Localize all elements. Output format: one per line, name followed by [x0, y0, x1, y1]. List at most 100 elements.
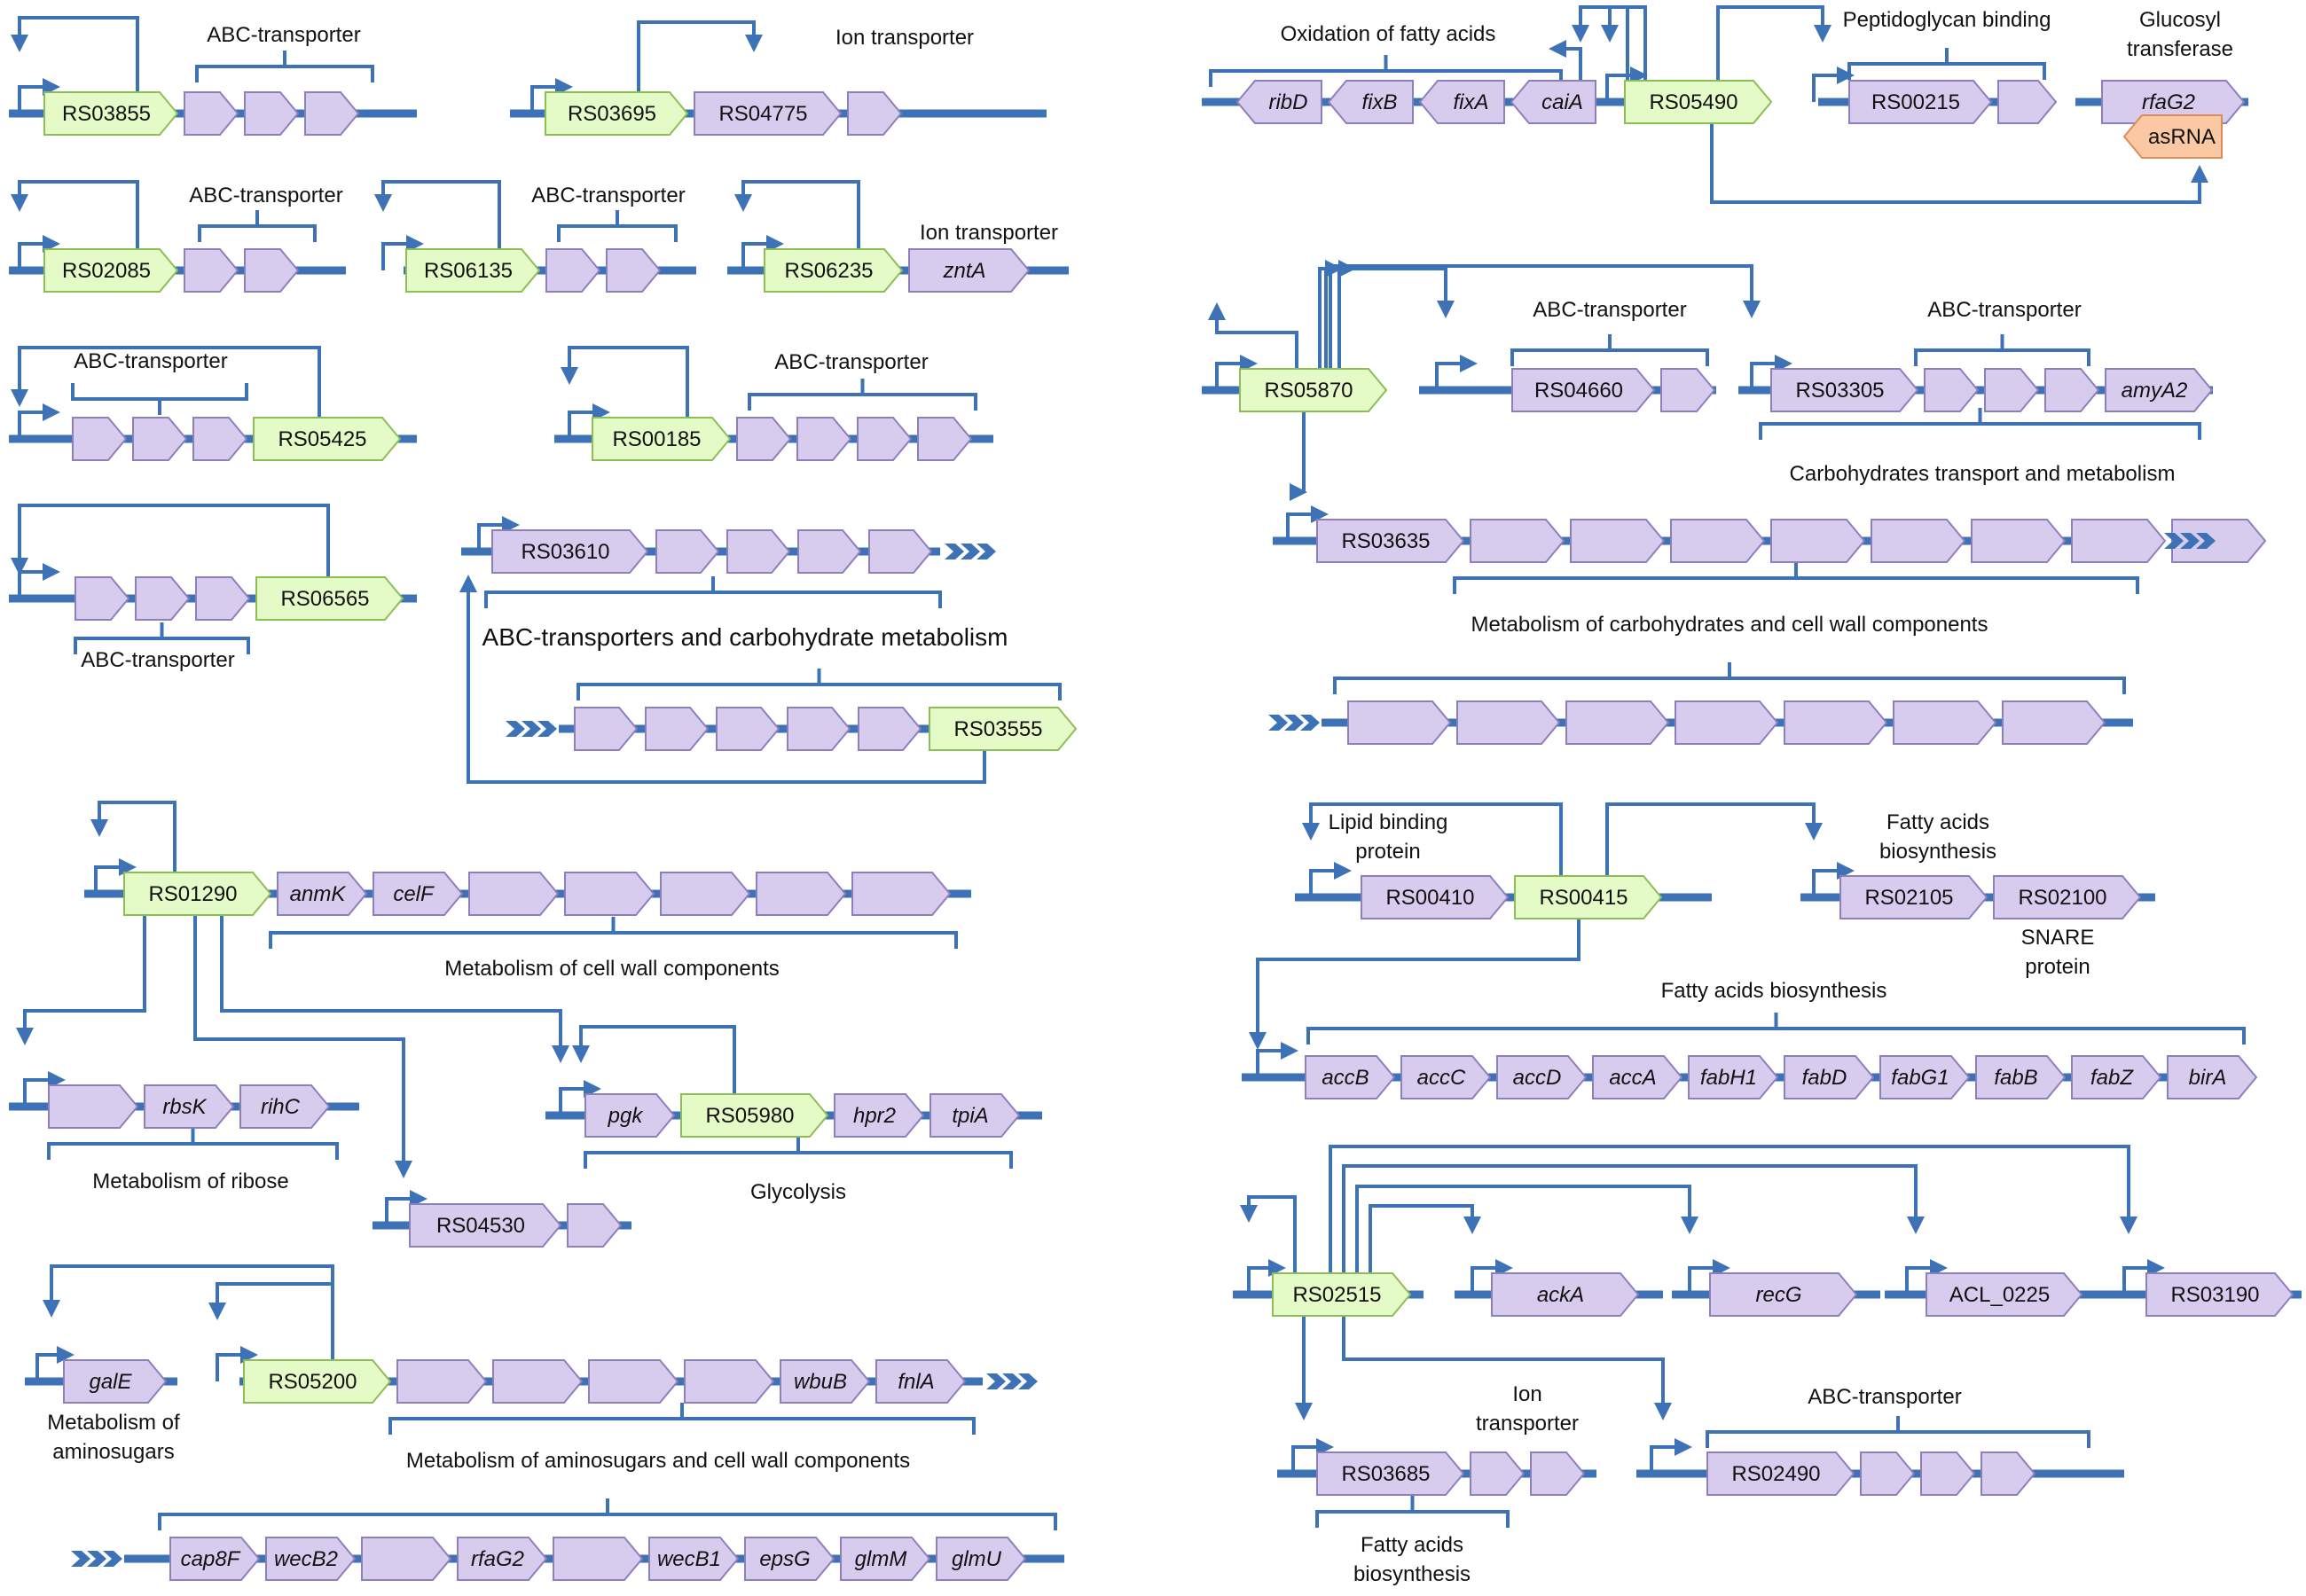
promoter-arrow	[1688, 1259, 1730, 1295]
group-label: Metabolism of cell wall components	[444, 957, 780, 981]
promoter-arrow	[1812, 66, 1855, 102]
gene-label: epsG	[759, 1547, 810, 1571]
gene-label: rihC	[261, 1095, 301, 1119]
gene-arrow	[694, 91, 843, 136]
gene-label: tpiA	[952, 1104, 988, 1128]
group-bracket	[74, 622, 250, 654]
gene-arrow	[1839, 875, 1988, 919]
gene-label: accD	[1513, 1066, 1562, 1090]
group-bracket	[484, 576, 942, 608]
gene-label: accC	[1417, 1066, 1466, 1090]
gene-arrow	[239, 1084, 331, 1129]
group-bracket	[47, 1128, 339, 1160]
gene-arrow	[726, 529, 791, 574]
gene-label: accB	[1322, 1066, 1369, 1090]
regulator-gene-arrow	[123, 872, 272, 916]
gene-label: RS02100	[2018, 886, 2106, 910]
group-label: transferase	[2127, 37, 2233, 61]
group-bracket	[576, 669, 1062, 700]
regulator-gene-arrow	[592, 417, 732, 461]
gene-arrow	[2167, 1055, 2258, 1099]
group-label: Peptidoglycan binding	[1843, 8, 2051, 32]
gene-arrow	[1491, 1272, 1640, 1317]
group-label: Glycolysis	[750, 1180, 846, 1204]
gene-arrow	[929, 1093, 1021, 1138]
gene-arrow	[409, 1203, 562, 1248]
gene-label: recG	[1755, 1283, 1801, 1307]
regulator-gene-arrow	[1624, 80, 1773, 124]
gene-arrow	[1592, 1055, 1683, 1099]
promoter-arrow	[2122, 1259, 2165, 1295]
group-bracket	[388, 1403, 976, 1435]
gene-arrow	[48, 1084, 139, 1129]
regulator-gene-arrow	[764, 248, 904, 293]
gene-label: fnlA	[898, 1370, 934, 1394]
group-label: ABC-transporters and carbohydrate metabo…	[482, 623, 1008, 651]
regulation-arrow	[220, 915, 569, 1063]
gene-arrow	[1871, 519, 1966, 563]
gene-label: RS04775	[718, 102, 807, 126]
gene-arrow	[2071, 519, 2167, 563]
gene-label: rbsK	[162, 1095, 207, 1119]
group-bracket	[1706, 1416, 2090, 1448]
regulation-arrow	[1337, 260, 1356, 369]
gene-arrow	[553, 1537, 644, 1581]
promoter-arrow	[1309, 862, 1352, 897]
line-layer	[9, 5, 2302, 1563]
gene-arrow	[834, 1093, 925, 1138]
gene-arrow	[716, 707, 780, 751]
group-label: biosynthesis	[1879, 840, 1996, 864]
gene-arrow	[1327, 80, 1414, 124]
regulation-arrow	[1324, 260, 1343, 369]
gene-arrow	[868, 529, 933, 574]
gene-arrow	[1670, 519, 1766, 563]
promoter-arrow	[530, 78, 573, 113]
gene-arrow	[1770, 519, 1866, 563]
group-label: ABC-transporter	[189, 184, 342, 207]
gene-label: RS05980	[705, 1104, 794, 1128]
gene-arrow	[135, 576, 191, 621]
continuation-chevron	[71, 1551, 90, 1567]
group-label: ABC-transporter	[74, 349, 227, 373]
gene-arrow	[2145, 1272, 2294, 1317]
gene-arrow	[1675, 700, 1779, 745]
regulation-arrow	[11, 504, 330, 577]
gene-label: wbuB	[794, 1370, 847, 1394]
regulation-arrow	[1716, 5, 1831, 81]
group-label: Metabolism of carbohydrates and cell wal…	[1471, 613, 1988, 637]
group-label: ABC-transporter	[1533, 298, 1686, 322]
gene-arrow	[840, 1537, 931, 1581]
gene-label: pgk	[608, 1104, 645, 1128]
regulator-gene-arrow	[1272, 1272, 1412, 1317]
gene-arrow	[1570, 519, 1666, 563]
gene-arrow	[1975, 1055, 2067, 1099]
promoter-arrow	[1605, 66, 1648, 102]
gene-label: galE	[89, 1370, 132, 1394]
gene-arrow	[1980, 1451, 2036, 1496]
gene-arrow	[195, 576, 251, 621]
gene-arrow	[645, 707, 710, 751]
group-label: Lipid binding	[1329, 810, 1448, 834]
continuation-chevron	[2196, 533, 2216, 549]
gene-arrow	[655, 529, 720, 574]
gene-arrow	[567, 1203, 623, 1248]
gene-label: asRNA	[2148, 125, 2216, 149]
gene-label: fabZ	[2090, 1066, 2134, 1090]
regulator-gene-arrow	[545, 91, 689, 136]
group-bracket	[1914, 334, 2090, 366]
gene-arrow	[857, 417, 913, 461]
gene-label: ACL_0225	[1949, 1283, 2050, 1307]
gene-label: RS05870	[1264, 379, 1353, 403]
gene-label: birA	[2189, 1066, 2227, 1090]
gene-arrow	[1997, 80, 2058, 124]
gene-label: RS05425	[278, 427, 366, 451]
gene-arrow	[744, 1537, 835, 1581]
group-bracket	[1453, 562, 2139, 594]
gene-label: RS02490	[1731, 1462, 1820, 1486]
gene-label: RS03855	[62, 102, 151, 126]
gene-label: RS03695	[568, 102, 656, 126]
gene-label: fabD	[1802, 1066, 1847, 1090]
regulation-arrow	[1318, 267, 1455, 369]
regulation-arrow	[1249, 919, 1580, 1050]
